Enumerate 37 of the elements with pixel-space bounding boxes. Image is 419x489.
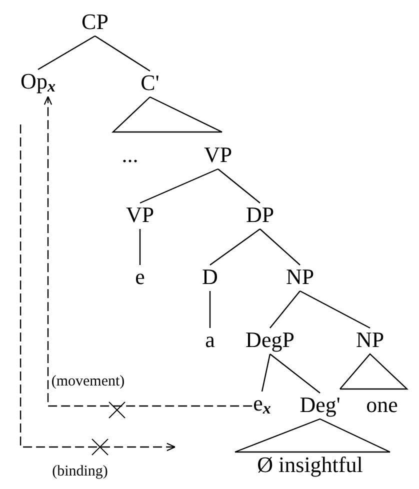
- tree-label: DP: [244, 204, 276, 226]
- tree-label: VP: [202, 144, 234, 166]
- tree-label: Ø insightful: [256, 454, 364, 476]
- arrow: [20, 124, 176, 452]
- tree-label: CP: [80, 11, 110, 33]
- tree-branch: [270, 354, 320, 394]
- tree-label: one: [365, 394, 399, 416]
- tree-branch: [260, 228, 300, 266]
- tree-label: C': [140, 72, 160, 94]
- edge-label: (binding): [51, 464, 109, 480]
- tree-branch: [94, 36, 150, 72]
- tree-label: a: [204, 329, 216, 351]
- tree-branch: [209, 291, 211, 328]
- tree-branch: [38, 35, 96, 70]
- tree-branch: [112, 96, 168, 133]
- tree-branch: [140, 168, 218, 204]
- tree-branch: [300, 290, 370, 329]
- tree-label: e: [134, 266, 146, 288]
- tree-label: Deg': [298, 394, 342, 416]
- tree-label: Op$_{x}$: [20, 70, 56, 96]
- tree-label: NP: [354, 329, 386, 351]
- tree-branch: [150, 96, 223, 133]
- tree-label: VP: [124, 204, 156, 226]
- tree-label: DegP: [244, 329, 296, 351]
- edge-label: (movement): [50, 374, 126, 390]
- tree-label: ...: [120, 144, 140, 166]
- tree-label: NP: [284, 266, 316, 288]
- tree-label: D: [201, 266, 219, 288]
- arrow: [44, 96, 252, 407]
- tree-branch: [261, 354, 271, 392]
- tree-branch: [270, 290, 300, 328]
- tree-branch: [218, 168, 260, 204]
- tree-label: e$_{x}$: [252, 392, 272, 418]
- tree-branch: [139, 229, 141, 265]
- tree-branch: [210, 228, 260, 266]
- tree-branch: [338, 353, 408, 390]
- tree-branch: [234, 418, 391, 453]
